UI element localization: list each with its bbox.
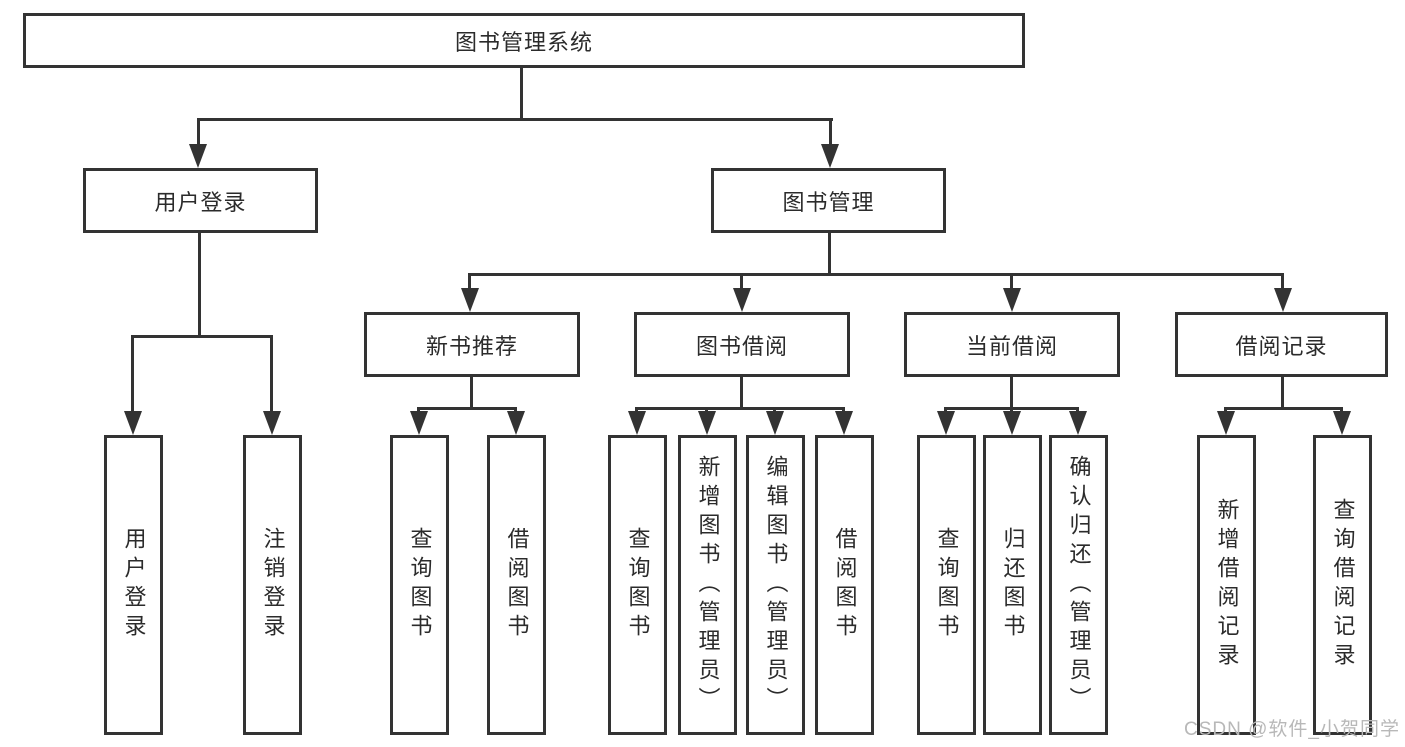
leaf-borrowing-edit-books-admin-label: 编辑图书（管理员） xyxy=(763,454,789,716)
node-book-management-label: 图书管理 xyxy=(782,189,875,215)
connector-hline xyxy=(635,407,845,410)
connector-vline xyxy=(829,118,832,148)
arrowhead-down-icon xyxy=(189,144,207,168)
connector-vline xyxy=(468,273,471,291)
connector-hline xyxy=(1224,407,1343,410)
arrowhead-down-icon xyxy=(1274,288,1292,312)
leaf-logout-label: 注销登录 xyxy=(260,527,286,643)
leaf-records-add-record: 新增借阅记录 xyxy=(1197,435,1256,735)
node-borrowing-records-label: 借阅记录 xyxy=(1235,333,1328,359)
connector-vline xyxy=(828,233,831,276)
node-new-book-recommend: 新书推荐 xyxy=(364,312,580,377)
leaf-records-query-record: 查询借阅记录 xyxy=(1313,435,1372,735)
connector-vline xyxy=(520,68,523,120)
node-user-login-branch-label: 用户登录 xyxy=(154,189,247,215)
node-book-borrowing-label: 图书借阅 xyxy=(695,333,788,359)
leaf-current-confirm-return-admin-label: 确认归还（管理员） xyxy=(1066,454,1092,716)
connector-vline xyxy=(131,335,134,415)
leaf-current-confirm-return-admin: 确认归还（管理员） xyxy=(1049,435,1108,735)
arrowhead-down-icon xyxy=(1217,411,1235,435)
node-book-management: 图书管理 xyxy=(711,168,946,233)
arrowhead-down-icon xyxy=(410,411,428,435)
leaf-recommend-query-books: 查询图书 xyxy=(390,435,449,735)
leaf-current-query-books: 查询图书 xyxy=(917,435,976,735)
connector-vline xyxy=(1010,273,1013,291)
leaf-borrowing-edit-books-admin: 编辑图书（管理员） xyxy=(746,435,805,735)
leaf-logout: 注销登录 xyxy=(243,435,302,735)
arrowhead-down-icon xyxy=(628,411,646,435)
arrowhead-down-icon xyxy=(766,411,784,435)
leaf-current-return-books-label: 归还图书 xyxy=(1000,527,1026,643)
connector-vline xyxy=(1010,377,1013,410)
connector-hline xyxy=(197,118,833,121)
node-borrowing-records: 借阅记录 xyxy=(1175,312,1388,377)
arrowhead-down-icon xyxy=(835,411,853,435)
node-current-borrowing: 当前借阅 xyxy=(904,312,1120,377)
leaf-borrowing-query-books: 查询图书 xyxy=(608,435,667,735)
arrowhead-down-icon xyxy=(698,411,716,435)
arrowhead-down-icon xyxy=(507,411,525,435)
connector-vline xyxy=(470,377,473,410)
connector-hline xyxy=(417,407,517,410)
leaf-borrowing-query-books-label: 查询图书 xyxy=(625,527,651,643)
leaf-user-login: 用户登录 xyxy=(104,435,163,735)
node-new-book-recommend-label: 新书推荐 xyxy=(425,333,518,359)
node-user-login-branch: 用户登录 xyxy=(83,168,318,233)
arrowhead-down-icon xyxy=(1003,288,1021,312)
connector-hline xyxy=(468,273,1284,276)
leaf-current-query-books-label: 查询图书 xyxy=(934,527,960,643)
leaf-user-login-label: 用户登录 xyxy=(121,527,147,643)
connector-hline xyxy=(131,335,273,338)
leaf-current-return-books: 归还图书 xyxy=(983,435,1042,735)
leaf-recommend-query-books-label: 查询图书 xyxy=(407,527,433,643)
arrowhead-down-icon xyxy=(124,411,142,435)
arrowhead-down-icon xyxy=(263,411,281,435)
arrowhead-down-icon xyxy=(821,144,839,168)
watermark: CSDN @软件_小贺同学 xyxy=(1184,719,1400,740)
leaf-recommend-borrow-books: 借阅图书 xyxy=(487,435,546,735)
node-library-system: 图书管理系统 xyxy=(23,13,1025,68)
arrowhead-down-icon xyxy=(1069,411,1087,435)
node-book-borrowing: 图书借阅 xyxy=(634,312,850,377)
arrowhead-down-icon xyxy=(1003,411,1021,435)
leaf-borrowing-borrow-books-label: 借阅图书 xyxy=(832,527,858,643)
node-current-borrowing-label: 当前借阅 xyxy=(965,333,1058,359)
arrowhead-down-icon xyxy=(937,411,955,435)
leaf-borrowing-add-books-admin-label: 新增图书（管理员） xyxy=(695,454,721,716)
connector-vline xyxy=(740,377,743,410)
connector-vline xyxy=(198,233,201,337)
connector-vline xyxy=(197,118,200,148)
leaf-borrowing-add-books-admin: 新增图书（管理员） xyxy=(678,435,737,735)
connector-vline xyxy=(270,335,273,415)
leaf-recommend-borrow-books-label: 借阅图书 xyxy=(504,527,530,643)
node-library-system-label: 图书管理系统 xyxy=(454,29,593,55)
arrowhead-down-icon xyxy=(1333,411,1351,435)
arrowhead-down-icon xyxy=(461,288,479,312)
connector-vline xyxy=(1281,377,1284,410)
connector-vline xyxy=(1281,273,1284,291)
leaf-borrowing-borrow-books: 借阅图书 xyxy=(815,435,874,735)
connector-vline xyxy=(740,273,743,291)
leaf-records-add-record-label: 新增借阅记录 xyxy=(1214,498,1240,672)
arrowhead-down-icon xyxy=(733,288,751,312)
leaf-records-query-record-label: 查询借阅记录 xyxy=(1330,498,1356,672)
